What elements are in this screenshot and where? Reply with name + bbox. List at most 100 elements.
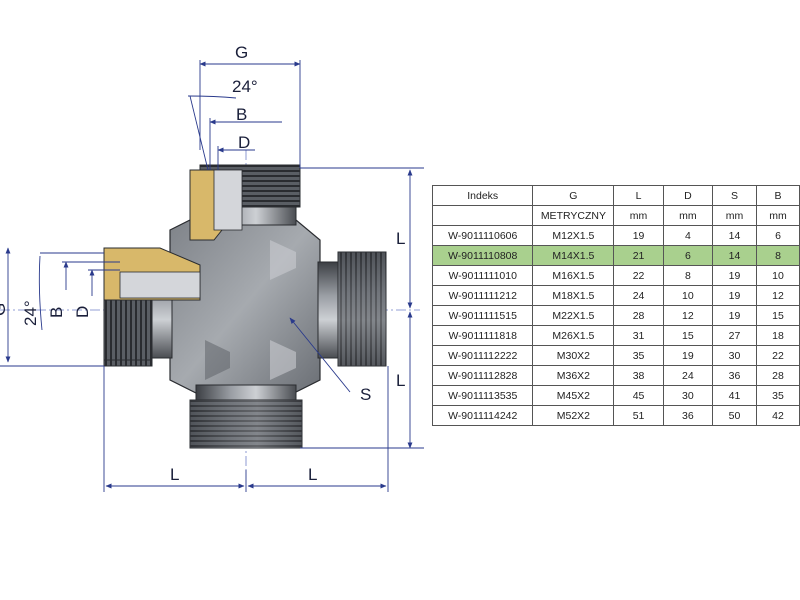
cell-b: 18	[755, 325, 800, 346]
cell-d: 12	[662, 305, 714, 326]
cell-l: 24	[613, 285, 664, 306]
dim-label-l-bottom-right: L	[308, 465, 317, 484]
cell-indeks: W-9011112828	[431, 365, 534, 386]
cell-s: 19	[712, 305, 757, 326]
col-header-b: B	[755, 185, 800, 206]
dim-label-angle-left: 24°	[21, 300, 40, 326]
cell-g: M52X2	[532, 405, 615, 426]
cell-g: M30X2	[532, 345, 615, 366]
cell-s: 19	[712, 285, 757, 306]
cell-b: 15	[755, 305, 800, 326]
table-row: W-9011111515 M22X1.5 28 12 19 15	[431, 305, 800, 326]
cell-s: 19	[712, 265, 757, 286]
cell-l: 19	[613, 225, 664, 246]
dim-label-angle-top: 24°	[232, 77, 258, 96]
cell-g: M45X2	[532, 385, 615, 406]
cell-indeks: W-9011113535	[431, 385, 534, 406]
col-header-g: G	[532, 185, 615, 206]
dimension-lines	[0, 60, 424, 492]
cell-b: 35	[755, 385, 800, 406]
cell-b: 28	[755, 365, 800, 386]
table-row: W-9011112828 M36X2 38 24 36 28	[431, 365, 800, 386]
cell-d: 8	[662, 265, 714, 286]
cell-b: 42	[755, 405, 800, 426]
col-header-d: D	[662, 185, 714, 206]
cell-indeks: W-9011111818	[431, 325, 534, 346]
table-row: W-9011114242 M52X2 51 36 50 42	[431, 405, 800, 426]
cell-b: 10	[755, 265, 800, 286]
cell-g: M36X2	[532, 365, 615, 386]
dim-label-s: S	[360, 385, 371, 404]
cell-g: M26X1.5	[532, 325, 615, 346]
table-row: W-9011113535 M45X2 45 30 41 35	[431, 385, 800, 406]
cell-l: 35	[613, 345, 664, 366]
cell-b: 12	[755, 285, 800, 306]
cell-b: 22	[755, 345, 800, 366]
col-header-l: L	[613, 185, 664, 206]
cell-b: 6	[755, 225, 800, 246]
cell-s: 14	[712, 245, 757, 266]
dim-label-b-top: B	[236, 105, 247, 124]
table-row: W-9011111818 M26X1.5 31 15 27 18	[431, 325, 800, 346]
dim-label-l-bottom-left: L	[170, 465, 179, 484]
cell-d: 19	[662, 345, 714, 366]
cell-d: 30	[662, 385, 714, 406]
cell-s: 36	[712, 365, 757, 386]
unit-cell: METRYCZNY	[532, 205, 615, 226]
table-row-highlighted: W-9011110808 M14X1.5 21 6 14 8	[431, 245, 800, 266]
dim-label-g-top: G	[235, 43, 248, 62]
unit-cell: mm	[613, 205, 664, 226]
cell-g: M12X1.5	[532, 225, 615, 246]
cell-indeks: W-9011111515	[431, 305, 534, 326]
dim-label-l-right-lower: L	[396, 371, 405, 390]
cell-d: 24	[662, 365, 714, 386]
dim-label-d-top: D	[238, 133, 250, 152]
cell-g: M22X1.5	[532, 305, 615, 326]
cell-indeks: W-9011110606	[431, 225, 534, 246]
unit-cell	[431, 205, 534, 226]
unit-cell: mm	[662, 205, 714, 226]
cell-d: 4	[662, 225, 714, 246]
table-row: W-9011112222 M30X2 35 19 30 22	[431, 345, 800, 366]
col-header-indeks: Indeks	[431, 185, 534, 206]
cell-d: 6	[662, 245, 714, 266]
dim-label-g-left: G	[0, 303, 9, 316]
table-units-row: METRYCZNY mm mm mm mm	[431, 205, 800, 226]
cell-g: M14X1.5	[532, 245, 615, 266]
col-header-s: S	[712, 185, 757, 206]
cell-l: 38	[613, 365, 664, 386]
cell-l: 51	[613, 405, 664, 426]
cell-d: 15	[662, 325, 714, 346]
cell-b: 8	[755, 245, 800, 266]
cell-d: 10	[662, 285, 714, 306]
cell-indeks: W-9011114242	[431, 405, 534, 426]
table-row: W-9011111010 M16X1.5 22 8 19 10	[431, 265, 800, 286]
cell-s: 41	[712, 385, 757, 406]
cell-indeks: W-9011110808	[431, 245, 534, 266]
dim-label-l-right-upper: L	[396, 229, 405, 248]
cell-s: 14	[712, 225, 757, 246]
cell-l: 22	[613, 265, 664, 286]
table-header-row: Indeks G L D S B	[431, 185, 800, 206]
table-row: W-9011110606 M12X1.5 19 4 14 6	[431, 225, 800, 246]
cell-l: 45	[613, 385, 664, 406]
unit-cell: mm	[712, 205, 757, 226]
cell-g: M18X1.5	[532, 285, 615, 306]
cell-indeks: W-9011112222	[431, 345, 534, 366]
dim-label-b-left: B	[47, 307, 66, 318]
cell-indeks: W-9011111212	[431, 285, 534, 306]
dim-label-d-left: D	[73, 306, 92, 318]
cell-s: 27	[712, 325, 757, 346]
table-row: W-9011111212 M18X1.5 24 10 19 12	[431, 285, 800, 306]
cell-g: M16X1.5	[532, 265, 615, 286]
cell-l: 28	[613, 305, 664, 326]
cell-s: 30	[712, 345, 757, 366]
cell-l: 21	[613, 245, 664, 266]
unit-cell: mm	[755, 205, 800, 226]
specification-table: Indeks G L D S B METRYCZNY mm mm mm mm W…	[431, 185, 800, 426]
cross-fitting	[103, 164, 387, 449]
cell-d: 36	[662, 405, 714, 426]
cell-l: 31	[613, 325, 664, 346]
